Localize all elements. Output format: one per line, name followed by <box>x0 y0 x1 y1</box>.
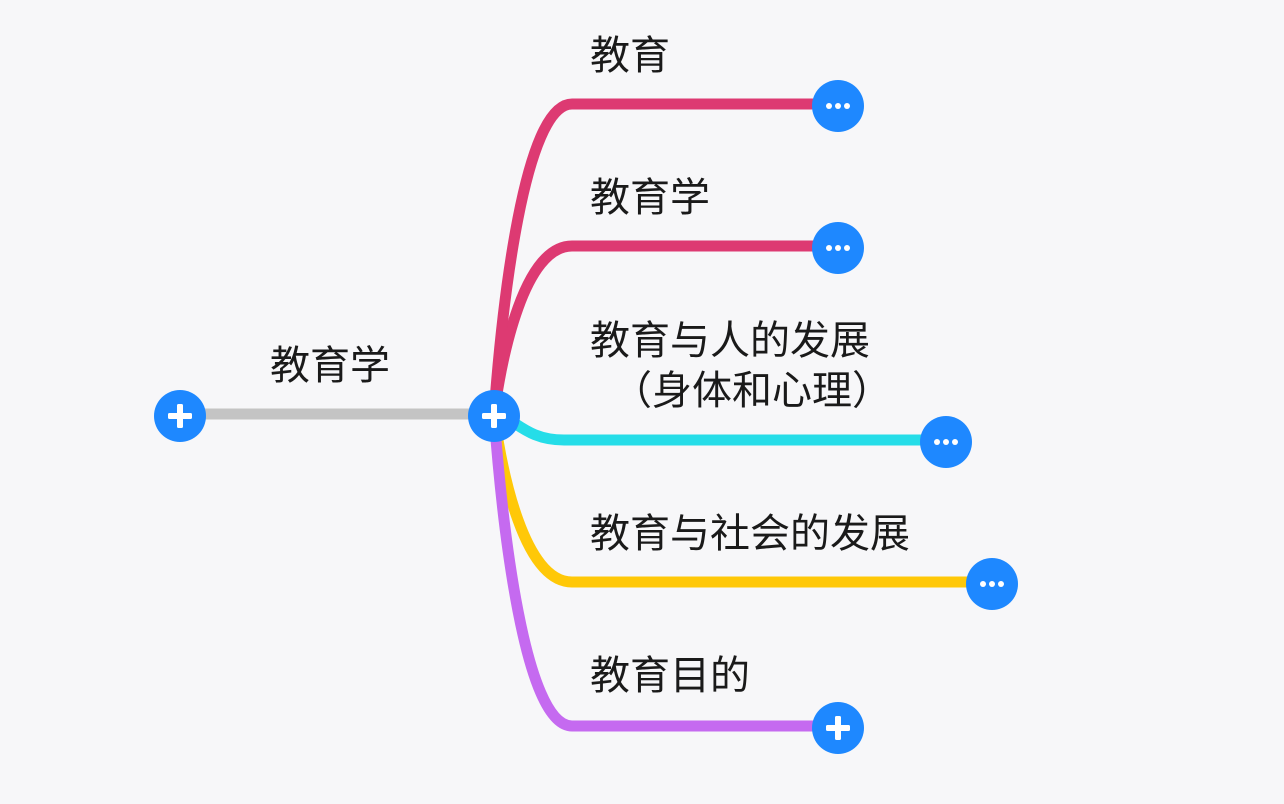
branch-connector-1 <box>488 98 844 420</box>
branch-connector-5 <box>488 408 844 732</box>
branch-label-4[interactable]: 教育与社会的发展 <box>590 511 910 557</box>
branch-label-3[interactable]: 教育与人的发展 （身体和心理） <box>590 316 892 416</box>
root-topic-label[interactable]: 教育学 <box>270 343 390 389</box>
plus-icon <box>482 404 506 428</box>
hub-expand-button[interactable] <box>468 390 520 442</box>
plus-icon <box>826 716 850 740</box>
branch-3-more-button[interactable] <box>920 416 972 468</box>
more-icon <box>934 439 958 445</box>
branch-2-more-button[interactable] <box>812 222 864 274</box>
more-icon <box>826 103 850 109</box>
branch-4-more-button[interactable] <box>966 558 1018 610</box>
branch-label-3-line1: 教育与人的发展 <box>590 318 870 364</box>
branch-1-more-button[interactable] <box>812 80 864 132</box>
branch-connector-3 <box>488 408 952 446</box>
plus-icon <box>168 404 192 428</box>
more-icon <box>980 581 1004 587</box>
branch-label-2[interactable]: 教育学 <box>590 175 710 221</box>
branch-label-3-line2: （身体和心理） <box>612 368 892 414</box>
branch-label-1[interactable]: 教育 <box>590 33 670 79</box>
branch-5-expand-button[interactable] <box>812 702 864 754</box>
root-collapse-button[interactable] <box>154 390 206 442</box>
branch-label-5[interactable]: 教育目的 <box>590 653 750 699</box>
more-icon <box>826 245 850 251</box>
